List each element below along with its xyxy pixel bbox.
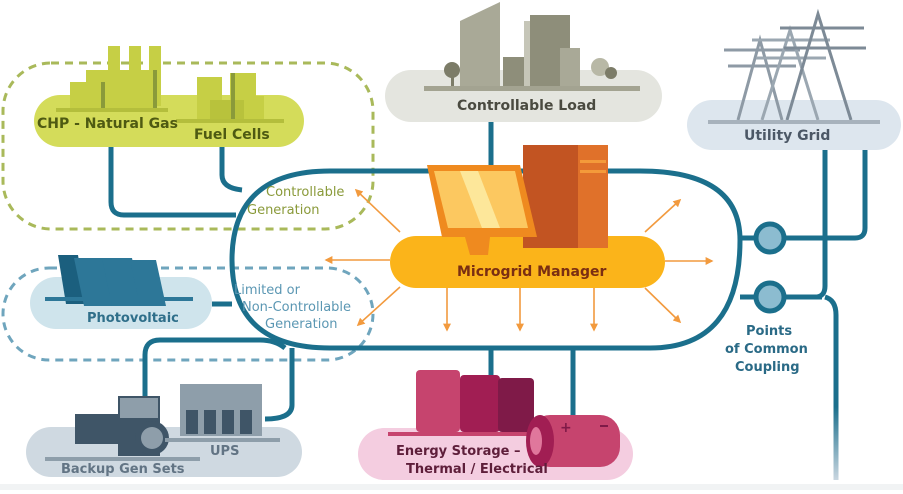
battery-icon: + (526, 415, 620, 467)
microgrid-manager-pill[interactable] (390, 236, 665, 288)
grid-feeder-line (824, 294, 839, 480)
controllable-generation-group (1, 61, 375, 231)
pcc-label-2: of Common (725, 342, 808, 357)
limited-generation-label-1: Limited or (234, 283, 300, 298)
grid-base (708, 120, 880, 124)
bottom-strip (0, 484, 903, 490)
controllable-generation-label-1: Controllable (266, 185, 345, 200)
fuel-cells-label: Fuel Cells (194, 127, 270, 143)
utility-grid-label: Utility Grid (744, 128, 831, 144)
fuel-cells-icon (176, 73, 284, 123)
pcc-label-3: Coupling (735, 360, 800, 375)
pcc-circle-2[interactable] (753, 280, 787, 314)
controllable-generation-label-2: Generation (247, 203, 320, 218)
limited-generation-group (1, 266, 375, 362)
energy-storage-label-1: Energy Storage – (396, 444, 521, 459)
ups-label: UPS (210, 444, 240, 459)
buildings-icon (424, 2, 640, 91)
svg-text:+: + (560, 420, 572, 436)
generator-icon (45, 396, 200, 461)
controllable-load-label: Controllable Load (457, 98, 597, 114)
pcc-label-1: Points (746, 324, 793, 339)
control-arrows (324, 188, 714, 332)
pcc-circle-1[interactable] (753, 221, 787, 255)
photovoltaic-label: Photovoltaic (87, 311, 179, 326)
chp-label: CHP - Natural Gas (37, 116, 178, 132)
energy-storage-label-2: Thermal / Electrical (406, 462, 548, 477)
storage-tanks-icon (388, 370, 558, 436)
microgrid-manager-label: Microgrid Manager (457, 264, 607, 280)
backup-gen-label: Backup Gen Sets (61, 462, 185, 477)
ups-icon (165, 384, 280, 442)
controllable-load-pill[interactable] (385, 70, 662, 122)
solar-panel-icon (45, 255, 193, 306)
limited-generation-label-3: Generation (265, 317, 338, 332)
computer-icon (427, 145, 608, 255)
transmission-tower-icon (724, 8, 866, 121)
limited-generation-label-2: Non-Controllable (242, 300, 352, 315)
chp-plant-icon (56, 46, 168, 112)
main-bus (108, 112, 868, 422)
